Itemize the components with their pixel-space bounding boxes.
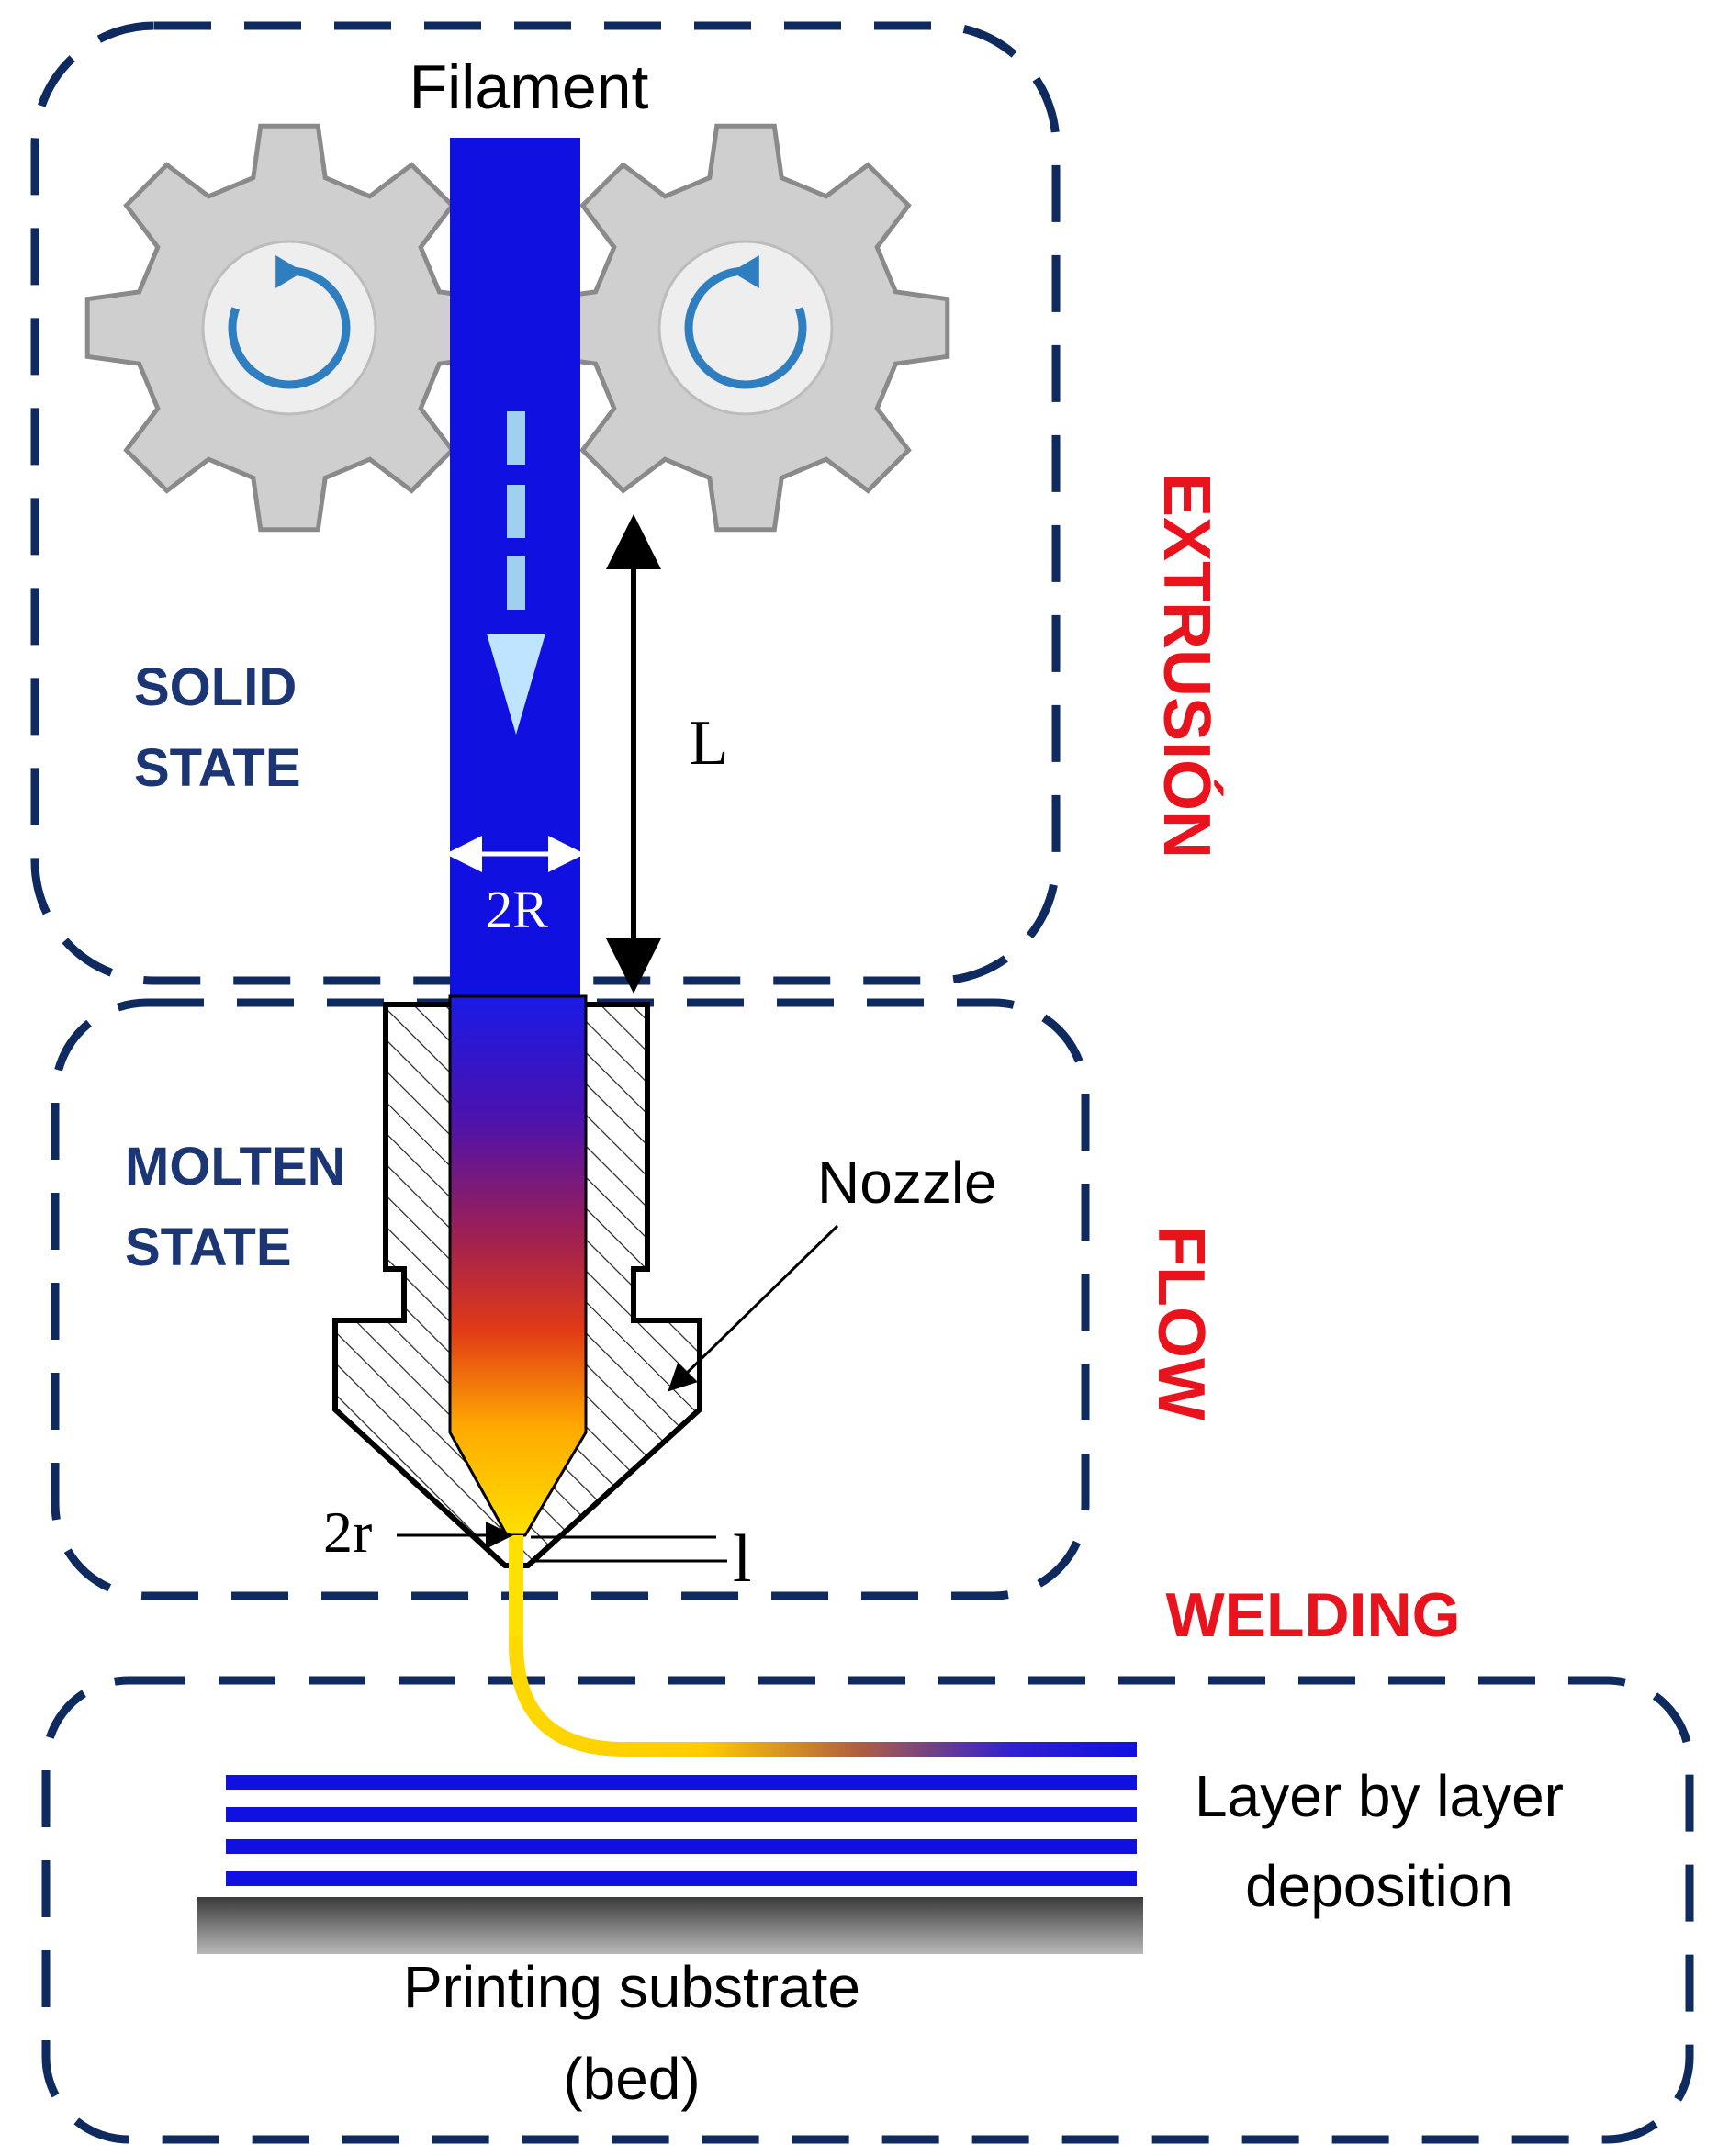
welding-phase-label: WELDING bbox=[1165, 1580, 1460, 1650]
flow-phase-label: FLOW bbox=[1144, 1226, 1218, 1420]
extrusion-phase-label: EXTRUSIÓN bbox=[1150, 473, 1224, 859]
deposited-layers bbox=[226, 1775, 1137, 1886]
feed-direction-arrow-icon bbox=[487, 411, 545, 735]
welding-region-box bbox=[41, 1676, 1694, 2144]
extruded-strand bbox=[509, 1535, 1137, 1757]
right-drive-gear bbox=[541, 123, 950, 533]
molten-state-label-line1: MOLTEN bbox=[125, 1137, 346, 1196]
filament-diameter-label: 2R bbox=[486, 880, 548, 939]
nozzle-diameter-label: 2r bbox=[323, 1499, 372, 1565]
nozzle-label: Nozzle bbox=[817, 1150, 997, 1216]
filament-label: Filament bbox=[410, 52, 649, 122]
layer-4 bbox=[226, 1775, 1137, 1790]
length-label: L bbox=[690, 708, 729, 779]
layer-3 bbox=[226, 1807, 1137, 1822]
printing-bed bbox=[197, 1897, 1143, 1954]
nozzle-pointer bbox=[668, 1224, 839, 1392]
solid-state-label-line2: STATE bbox=[134, 738, 301, 798]
rotation-arrow-icon bbox=[684, 266, 807, 389]
substrate-label-line2: (bed) bbox=[563, 2046, 700, 2112]
layer-deposition-label-line2: deposition bbox=[1245, 1853, 1513, 1919]
layer-2 bbox=[226, 1839, 1137, 1854]
molten-filament bbox=[448, 994, 588, 1537]
nozzle-length-label: l bbox=[733, 1522, 752, 1597]
solid-state-label-line1: SOLID bbox=[134, 657, 297, 717]
flow-region-box bbox=[51, 998, 1090, 1600]
left-drive-gear bbox=[84, 123, 494, 533]
rotation-arrowhead-icon bbox=[731, 254, 759, 288]
rotation-arrow-icon bbox=[228, 266, 351, 389]
molten-state-label-line2: STATE bbox=[125, 1218, 292, 1277]
layer-1 bbox=[226, 1871, 1137, 1886]
layer-deposition-label-line1: Layer by layer bbox=[1195, 1763, 1564, 1829]
substrate-label-line1: Printing substrate bbox=[403, 1954, 860, 2020]
rotation-arrowhead-icon bbox=[275, 254, 304, 288]
